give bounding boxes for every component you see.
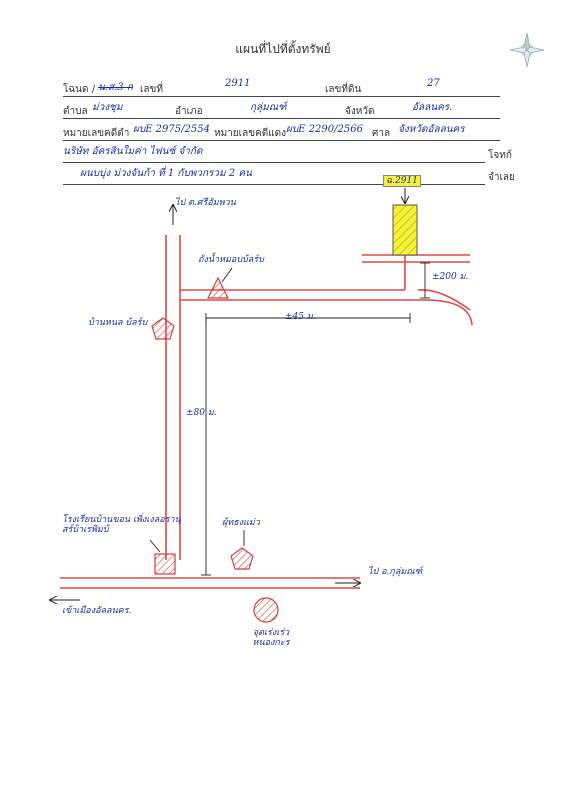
main-vertical-road [165,235,181,560]
form-rule [63,96,500,97]
subdistrict-label: ตำบล [63,106,88,117]
water-tank-pointer [221,267,233,283]
property-tag: ฉ.2911 [383,175,421,187]
red-case: ผบE 2290/2566 [286,124,363,135]
checkpoint-label: จุดเร่งเร่ว หนองกะร [252,628,290,649]
page-title: แผนที่ไปที่ตั้งทรัพย์ [235,42,331,56]
black-case-label: หมายเลขคดีดำ [63,128,130,139]
plaintiff-label: โจทก์ [488,150,512,161]
village-hall-label: บ้านหนล บ้ลร์บ [88,318,148,328]
bottom-main-road [60,577,360,589]
dimension-vertical [201,318,211,576]
east-branch-road [180,255,473,326]
school-label: โรงเรียนบ้านขอน เพิ่งเงลอรานุสร์บ้าเรพิม… [62,515,181,536]
title-deed-struck: น.ส.3 ก [98,82,133,93]
title-deed-no: 2911 [225,78,251,89]
form-rule [63,118,500,119]
school-pointer [149,539,161,553]
property-road [362,254,470,263]
province: อัลลนคร. [412,102,453,113]
village-hall-landmark [151,317,175,340]
dimension-right [420,262,430,299]
school-landmark [154,553,176,575]
form-rule [63,184,485,185]
province-label: จังหวัด [345,106,375,117]
district: กุลุ่มณฑ์ [250,102,287,113]
title-deed-label: โฉนด / [63,84,96,95]
property-parcel [392,204,418,256]
east-road-label: ไป อ.กุลุ่มณฑ์ [368,567,423,577]
court: จังหวัดอัลลนคร [398,124,465,135]
pagoda-label: ผุ้ทธงแม่ว [222,518,260,528]
west-road-label: เข้าเมืองอัลลนคร. [62,606,132,616]
top-distance: ±45 ม. [285,312,316,322]
district-label: อำเภอ [175,106,203,117]
black-case: ผบE 2975/2554 [133,124,210,135]
subdistrict: ม่วงชุม [92,102,123,113]
checkpoint-landmark [253,597,279,623]
title-deed-no-label: เลขที่ [140,84,163,95]
water-tank-label: ถังน้ำหมอบบ้ลร์บ [198,255,264,265]
vertical-distance: ±80 ม. [186,408,217,418]
form-rule [63,162,485,163]
pagoda-landmark [230,547,254,570]
water-tank-landmark [207,276,229,299]
land-no-label: เลขที่ดิน [325,84,362,95]
north-road-label: ไป ต.ศรีอัมพวน [175,198,236,208]
land-no: 27 [427,78,440,89]
right-distance: ±200 ม. [432,272,469,282]
red-case-label: หมายเลขคดีแดง [214,128,287,139]
defendant-label: จำเลย [488,172,515,183]
court-label: ศาล [372,128,391,139]
plaintiff: นริษัท อัครสินใมค่า ไฟนซ์ จำกัด [63,146,203,157]
form-rule [63,140,500,141]
defendant: ผนบบุ่ง ม่วงจันก้า ที่ 1 กับพวกรวม 2 คน [80,168,252,179]
